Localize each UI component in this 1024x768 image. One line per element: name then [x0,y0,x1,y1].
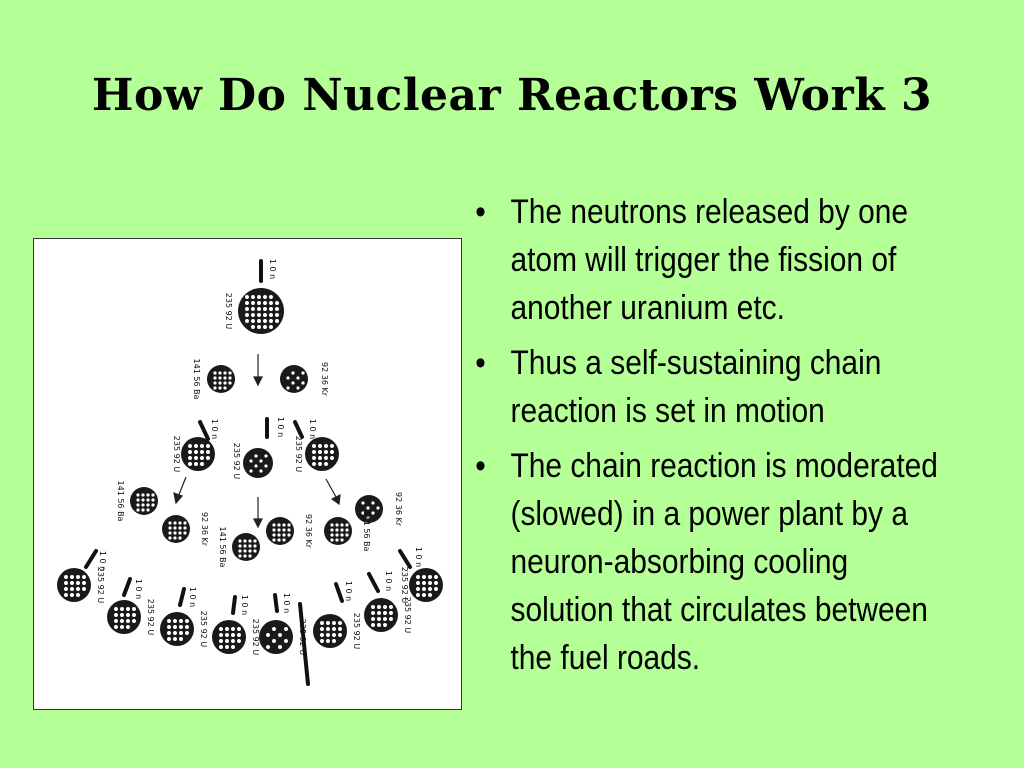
bullet-text-2: Thus a self-sustaining chain reaction is… [510,344,882,430]
arrowhead-1 [253,376,263,387]
bullet-dot: • [475,193,486,231]
nuclide-label-u235: 235 92 U [294,436,303,473]
nucleus-u235 [243,448,273,478]
nucleus-kr92 [266,517,294,545]
neutron-label: 1 0 n [414,547,423,567]
neutron-label: 1 0 n [308,419,317,439]
nucleus-ba141 [232,533,260,561]
neutron-trail-c [178,587,186,607]
arrowhead-4 [330,493,341,506]
nuclide-label-kr92: 92 36 Kr [320,362,329,397]
neutron-trail-l1 [198,420,210,441]
bullet-text-1: The neutrons released by one atom will t… [510,193,909,327]
neutron-label: 1 0 n [268,259,277,279]
nuclide-label-kr92: 92 36 Kr [304,514,313,549]
nuclide-label-u235: 235 92 U [199,611,208,648]
bullet-item-2: • Thus a self-sustaining chain reaction i… [470,339,950,435]
nuclide-label-ba141: 141 56 Ba [362,511,371,552]
bullet-list: • The neutrons released by one atom will … [470,188,950,689]
neutron-label: 1 0 n [344,581,353,601]
nuclide-label-u235: 235 92 U [352,613,361,650]
neutron-label: 1 0 n [188,587,197,607]
bullet-item-3: • The chain reaction is moderated (slowed… [470,442,950,682]
arrow-3 [177,476,187,498]
arrowhead-2 [253,518,263,529]
neutron-label: 1 0 n [134,579,143,599]
nucleus-u235 [364,598,398,632]
nuclide-label-kr92: 92 36 Kr [394,492,403,527]
nucleus-u235 [238,288,284,334]
nuclide-label-u235: 235 92 U [224,293,233,330]
neutron-trail-a [84,549,98,569]
nucleus-u235 [107,600,141,634]
nucleus-u235 [160,612,194,646]
nucleus-kr92 [355,495,383,523]
arrow-4 [325,478,337,498]
neutron-label: 1 0 n [98,551,107,571]
nuclide-label-u235: 235 92 U [172,436,181,473]
neutron-label: 1 0 n [276,417,285,437]
nucleus-u235 [181,437,215,471]
bullet-dot: • [475,344,486,382]
nuclide-label-u235: 235 92 U [298,619,307,656]
neutron-label: 1 0 n [240,595,249,615]
neutron-trail-r1 [293,420,304,439]
nucleus-ba141 [130,487,158,515]
nucleus-kr92 [162,515,190,543]
nucleus-u235 [212,620,246,654]
neutron-trail-d [231,595,237,615]
nucleus-ba141 [207,365,235,393]
neutron-label: 1 0 n [282,593,291,613]
nuclide-label-u235: 235 92 U [232,443,241,480]
nucleus-ba141 [324,517,352,545]
neutron-label: 1 0 n [210,419,219,439]
nuclide-label-ba141: 141 56 Ba [218,527,227,568]
nuclide-label-u235: 235 92 U [146,599,155,636]
nuclide-label-ba141: 141 56 Ba [192,359,201,400]
arrowhead-3 [173,492,184,505]
nuclide-label-kr92: 92 36 Kr [200,512,209,547]
bullet-text-3: The chain reaction is moderated (slowed)… [510,447,938,677]
bullet-item-1: • The neutrons released by one atom will … [470,188,950,332]
neutron-trail-g [367,572,380,593]
neutron-trail-f [334,582,344,603]
neutron-label: 1 0 n [384,571,393,591]
nuclide-label-ba141: 141 56 Ba [116,481,125,522]
nuclide-label-u235: 235 92 U [400,567,409,604]
slide-title: How Do Nuclear Reactors Work 3 [91,70,933,121]
nucleus-u235 [259,620,293,654]
nucleus-u235 [305,437,339,471]
neutron-trail-h [398,549,412,569]
neutron-trail-b [122,577,132,597]
nucleus-u235 [409,568,443,602]
neutron-trail-e [273,593,279,613]
bullet-dot: • [475,447,486,485]
nucleus-u235 [57,568,91,602]
nucleus-kr92 [280,365,308,393]
nuclide-label-u235: 235 92 U [403,597,412,634]
nucleus-u235 [313,614,347,648]
nuclide-label-u235: 235 92 U [96,567,105,604]
neutron-trail-long [298,602,310,686]
nuclide-label-u235: 235 92 U [251,619,260,656]
